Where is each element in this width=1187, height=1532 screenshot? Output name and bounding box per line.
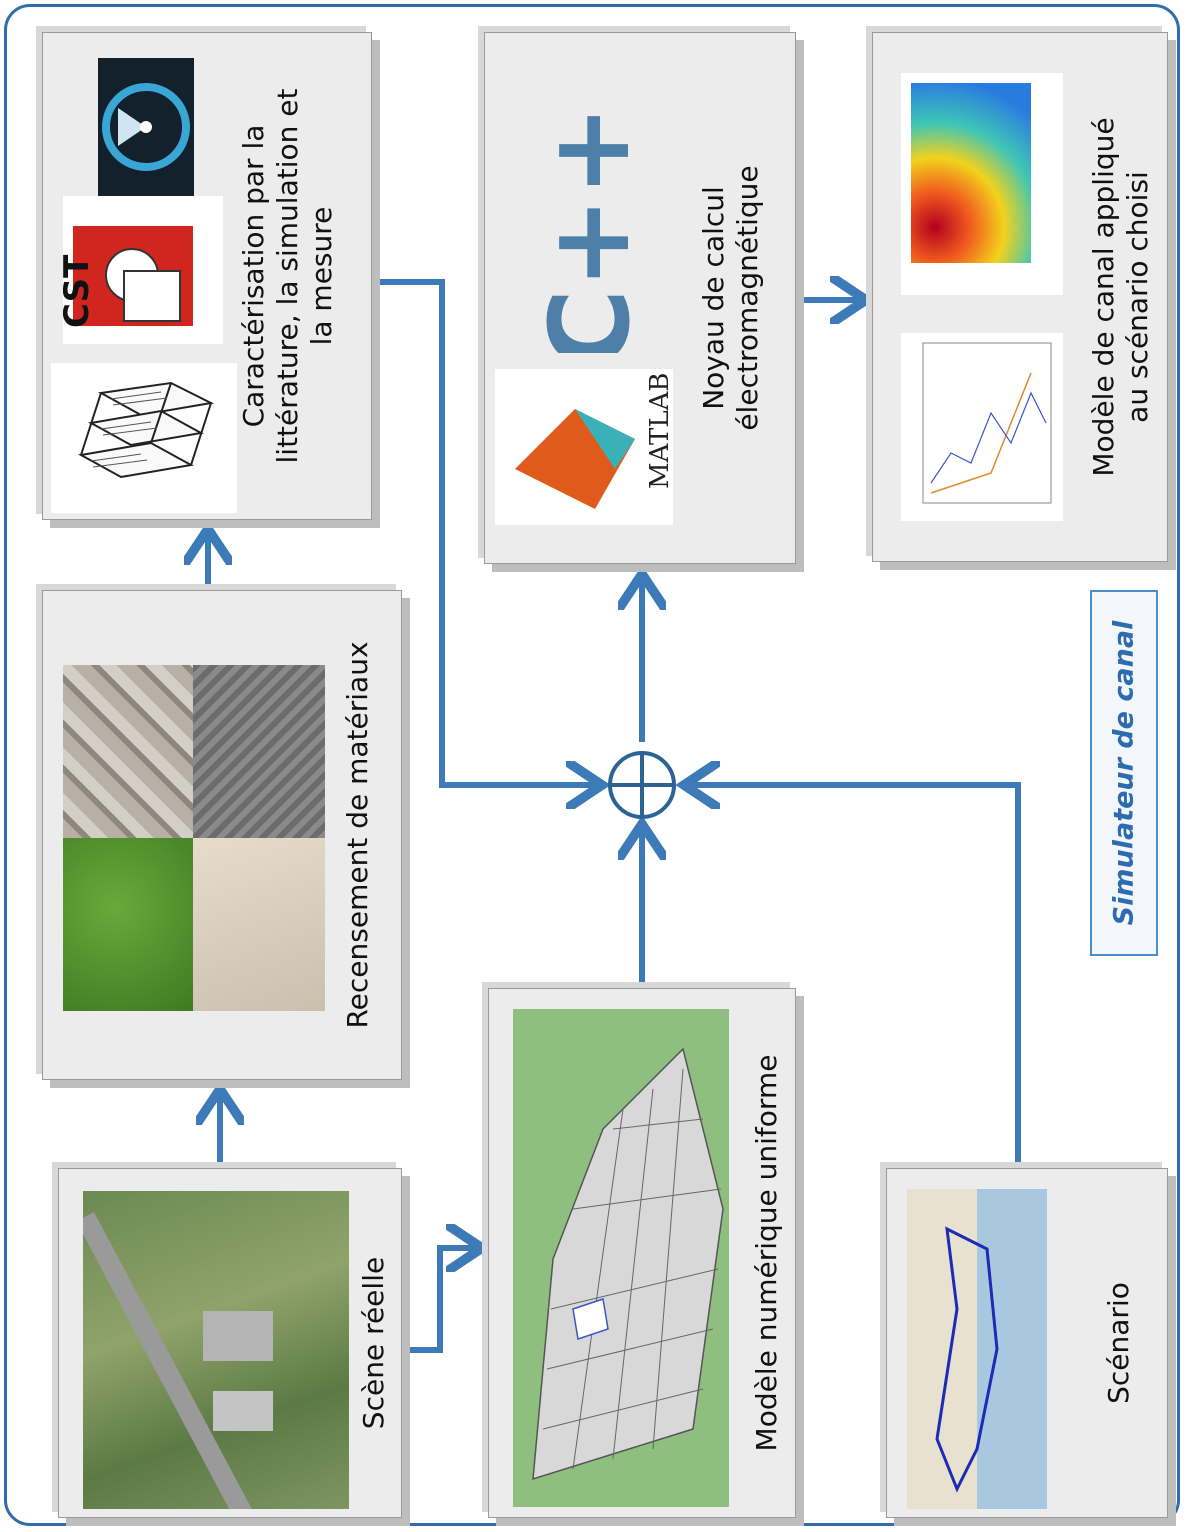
characterization-label: Caractérisation par la littérature, la s… (237, 89, 339, 464)
characterization-line-2: littérature, la simulation et (270, 88, 304, 464)
scene-box: Scène réelle (58, 1168, 402, 1518)
stone-texture (63, 665, 193, 838)
cpp-logo-text: C++ (526, 104, 654, 353)
cpp-logo: C++ (525, 73, 655, 353)
characterization-line-3: la mesure (305, 206, 339, 346)
model-label: Modèle de canal appliqué au scénario cho… (1087, 117, 1155, 476)
book-icon (51, 363, 237, 513)
scene-label: Scène réelle (356, 1256, 390, 1430)
arrow-characterization-to-sum (372, 279, 596, 785)
frame-label: Simulateur de canal (1108, 620, 1140, 926)
cst-logo-text: CST (63, 254, 97, 328)
sum-node (608, 751, 676, 819)
aerial-photo (83, 1191, 349, 1509)
characterization-box: CST Caractérisation par la littérature, … (42, 32, 372, 520)
sand-texture (193, 838, 325, 1011)
plot-thumbnail (901, 333, 1063, 521)
cst-logo: CST (63, 196, 223, 344)
materials-label: Recensement de matériaux (340, 641, 374, 1029)
core-label: Noyau de calcul électromagnétique (697, 165, 765, 430)
matlab-logo-text: MATLAB (645, 372, 673, 489)
heatmap-thumbnail (901, 73, 1063, 295)
scenario-box: Scénario (886, 1168, 1168, 1518)
core-box: MATLAB C++ Noyau de calcul électromagnét… (484, 32, 796, 564)
metal-texture (193, 665, 325, 838)
arrow-scenario-to-sum (690, 785, 1021, 1165)
radar-icon (98, 58, 194, 196)
core-line-2: électromagnétique (731, 165, 764, 431)
dem-box: Modèle numérique uniforme (488, 988, 796, 1518)
model-line-2: au scénario choisi (1121, 171, 1154, 423)
arrow-scene-to-dem (402, 1248, 476, 1353)
dem-mesh (513, 1009, 729, 1507)
materials-photo-grid (63, 665, 325, 1011)
scenario-label: Scénario (1101, 1282, 1135, 1404)
model-box: Modèle de canal appliqué au scénario cho… (872, 32, 1168, 562)
outer-frame (4, 4, 1180, 1526)
matlab-logo: MATLAB (495, 369, 673, 525)
scenario-map (907, 1189, 1047, 1509)
core-line-1: Noyau de calcul (696, 186, 730, 410)
characterization-line-1: Caractérisation par la (236, 124, 270, 428)
materials-box: Recensement de matériaux (42, 590, 402, 1080)
model-line-1: Modèle de canal appliqué (1086, 117, 1120, 477)
dem-label: Modèle numérique uniforme (749, 1054, 783, 1452)
grass-texture (63, 838, 193, 1011)
frame-label-box: Simulateur de canal (1090, 590, 1158, 956)
